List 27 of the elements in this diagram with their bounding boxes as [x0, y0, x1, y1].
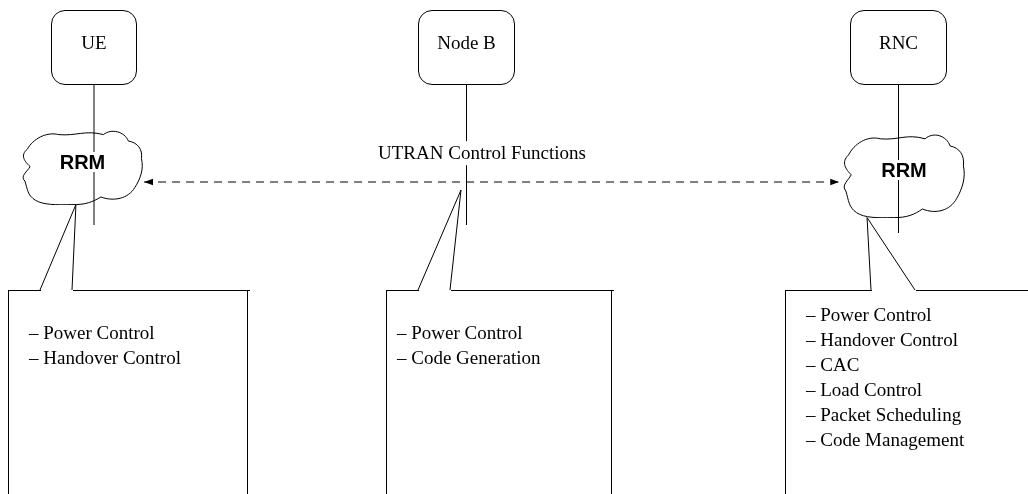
list-item: – Code Generation — [397, 346, 541, 370]
list-item: – Packet Scheduling — [806, 403, 962, 427]
list-item: – Code Management — [806, 428, 965, 452]
callout-pointer — [39, 204, 77, 291]
entity-box — [850, 10, 947, 85]
list-item: – Load Control — [806, 378, 923, 402]
callout-box — [8, 290, 248, 494]
list-item: – Power Control — [29, 321, 155, 345]
entity-label: UE — [81, 31, 107, 56]
list-item: – Power Control — [397, 321, 523, 345]
list-item: – Handover Control — [806, 328, 958, 352]
lifeline — [898, 84, 899, 234]
list-item: – Power Control — [806, 303, 932, 327]
lifeline — [93, 84, 95, 226]
edge-label: UTRAN Control Functions — [376, 141, 588, 165]
entity-label: RNC — [878, 31, 919, 56]
callout-pointer — [417, 189, 462, 291]
list-item: – CAC — [806, 353, 860, 377]
callout-box — [785, 290, 1028, 494]
callout-box — [386, 290, 612, 494]
list-item: – Handover Control — [29, 346, 181, 370]
cloud-label: RRM — [879, 160, 929, 180]
entity-box — [418, 10, 515, 85]
dashed-arrow — [143, 178, 840, 186]
callout-pointer — [866, 217, 916, 291]
entity-label: Node B — [437, 31, 496, 56]
entity-box — [51, 10, 137, 85]
